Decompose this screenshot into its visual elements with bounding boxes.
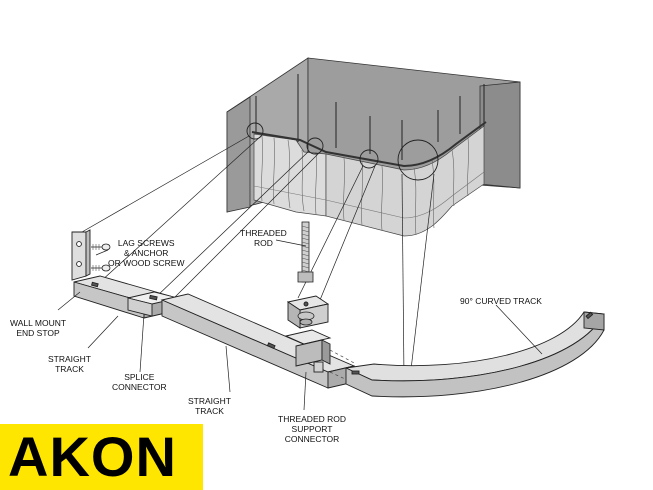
- curved-track-end: [583, 311, 605, 331]
- label-curved-track: 90° CURVED TRACK: [460, 296, 542, 306]
- label-line: CONNECTOR: [112, 382, 167, 392]
- label-leader: [57, 291, 81, 311]
- detail-circle-end-stop: [246, 122, 264, 140]
- label-line: TRACK: [55, 364, 84, 374]
- curtain-panel-front: [325, 125, 485, 237]
- leader-line: [99, 135, 262, 283]
- back-wall-left-shade: [226, 96, 251, 213]
- leader-line: [409, 173, 435, 379]
- curved-track-side: [345, 313, 605, 398]
- label-line: THREADED: [240, 228, 287, 238]
- curved-track-top: [344, 311, 605, 382]
- label-leader: [87, 315, 119, 349]
- label-line: WALL MOUNT: [10, 318, 67, 328]
- detail-circle-curve: [397, 139, 439, 181]
- leader-line: [401, 173, 405, 379]
- leader-line: [155, 150, 310, 298]
- label-leader: [303, 371, 307, 411]
- threaded-rod-support-connector: [284, 295, 332, 373]
- leader-lines: [81, 135, 435, 379]
- leader-line: [169, 150, 322, 303]
- label-line: & ANCHOR: [124, 248, 169, 258]
- detail-circle-support: [359, 149, 379, 169]
- brand-name: AKON: [8, 425, 177, 488]
- label-leader: [495, 304, 543, 355]
- label-line: STRAIGHT: [188, 396, 231, 406]
- leader-line: [319, 165, 376, 301]
- label-line: SUPPORT: [291, 424, 333, 434]
- label-line: END STOP: [16, 328, 60, 338]
- lag-screw: [91, 243, 111, 251]
- detail-circle-splice: [306, 137, 324, 155]
- label-line: CONNECTOR: [284, 434, 340, 444]
- lag-screw: [91, 264, 111, 272]
- label-line: 90° CURVED TRACK: [460, 296, 542, 306]
- label-line: LAG SCREWS: [117, 238, 175, 248]
- detail-callouts: [246, 122, 439, 181]
- label-straight-track-1: STRAIGHT TRACK: [48, 354, 91, 374]
- threaded-rod: [297, 221, 315, 326]
- label-support-connector: THREADED ROD SUPPORT CONNECTOR: [278, 414, 346, 444]
- curtain: [251, 121, 487, 237]
- label-line: SPLICE: [124, 372, 155, 382]
- label-leader: [275, 239, 307, 247]
- curved-track-90: [344, 311, 605, 398]
- ceiling-rods: [255, 74, 485, 160]
- label-line: OR WOOD SCREW: [108, 258, 185, 268]
- label-lag-screws: LAG SCREWS & ANCHOR OR WOOD SCREW: [108, 238, 185, 268]
- back-wall-right-shade: [479, 81, 521, 189]
- label-line: STRAIGHT: [48, 354, 91, 364]
- label-threaded-rod: THREADED ROD: [240, 228, 287, 248]
- label-leader: [95, 249, 109, 256]
- label-leaders: [57, 239, 543, 411]
- ceiling-track: [251, 121, 487, 168]
- label-leader: [225, 345, 231, 393]
- splice-connector: [127, 291, 179, 317]
- brand-logo: AKON: [0, 424, 203, 490]
- label-line: ROD: [253, 238, 273, 248]
- label-line: TRACK: [195, 406, 224, 416]
- label-splice-connector: SPLICE CONNECTOR: [112, 372, 167, 392]
- label-line: THREADED ROD: [278, 414, 347, 424]
- label-wall-mount-end-stop: WALL MOUNT END STOP: [10, 318, 66, 338]
- leader-line: [81, 135, 250, 233]
- label-leader: [139, 313, 145, 373]
- alignment-guides: [329, 349, 357, 385]
- wall-mount-end-stop: [71, 229, 91, 281]
- lag-screws: [91, 243, 111, 272]
- curtain-hem: [253, 171, 485, 219]
- label-straight-track-2: STRAIGHT TRACK: [188, 396, 231, 416]
- curtain-folds: [261, 135, 469, 236]
